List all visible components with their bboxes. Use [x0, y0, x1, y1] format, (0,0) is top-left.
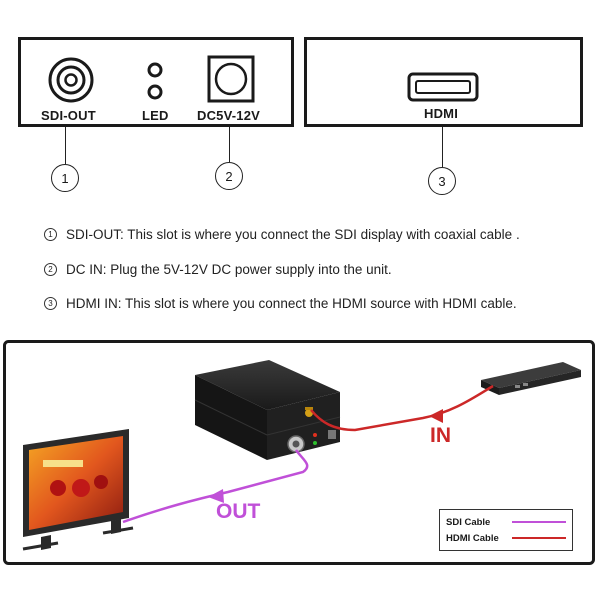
- port-descriptions: 1 SDI-OUT: This slot is where you connec…: [44, 226, 589, 330]
- sdi-direction-arrow: [208, 489, 224, 503]
- sdi-monitor: [22, 429, 134, 551]
- converter-box: [194, 360, 341, 460]
- cable-legend-sdi-row: SDI Cable: [446, 514, 566, 530]
- description-text: HDMI IN: This slot is where you connect …: [66, 296, 517, 311]
- dc-jack-icon: [207, 55, 255, 103]
- in-label: IN: [430, 424, 451, 447]
- description-item: 3 HDMI IN: This slot is where you connec…: [44, 295, 589, 312]
- callout-1: 1: [51, 164, 79, 192]
- description-item: 1 SDI-OUT: This slot is where you connec…: [44, 226, 589, 243]
- hdmi-port-icon: [407, 72, 479, 102]
- sdi-out-label: SDI-OUT: [41, 108, 96, 123]
- converter-rear-panel: SDI-OUT LED DC5V-12V: [18, 37, 294, 127]
- callout-3: 3: [428, 167, 456, 195]
- bnc-connector-icon: [48, 57, 94, 103]
- hdmi-cable-legend-label: HDMI Cable: [446, 532, 499, 544]
- hdmi-cable-line: [310, 384, 494, 432]
- cable-legend-hdmi-row: HDMI Cable: [446, 530, 566, 546]
- description-number: 3: [44, 297, 57, 310]
- hdmi-direction-arrow: [429, 409, 443, 423]
- connection-diagram: IN OUT: [3, 340, 595, 565]
- description-number: 2: [44, 262, 57, 276]
- description-text: DC IN: Plug the 5V-12V DC power supply i…: [66, 261, 392, 277]
- dc-power-label: DC5V-12V: [197, 108, 261, 123]
- led-indicator-icon: [147, 62, 163, 100]
- cable-legend: SDI Cable HDMI Cable: [439, 509, 573, 551]
- hdmi-cable-swatch: [512, 537, 566, 539]
- out-label: OUT: [216, 500, 261, 523]
- callout-2: 2: [215, 162, 243, 190]
- hdmi-label: HDMI: [424, 106, 459, 121]
- description-number: 1: [44, 228, 57, 241]
- converter-front-panel: HDMI: [304, 37, 583, 127]
- sdi-cable-line: [122, 449, 309, 524]
- sdi-cable-swatch: [512, 521, 566, 523]
- sdi-cable-legend-label: SDI Cable: [446, 516, 491, 528]
- description-text: SDI-OUT: This slot is where you connect …: [66, 227, 520, 242]
- led-label: LED: [142, 108, 169, 123]
- callout-line-2: [229, 127, 230, 162]
- callout-line-1: [65, 127, 66, 164]
- description-item: 2 DC IN: Plug the 5V-12V DC power supply…: [44, 261, 589, 278]
- callout-line-3: [442, 127, 443, 167]
